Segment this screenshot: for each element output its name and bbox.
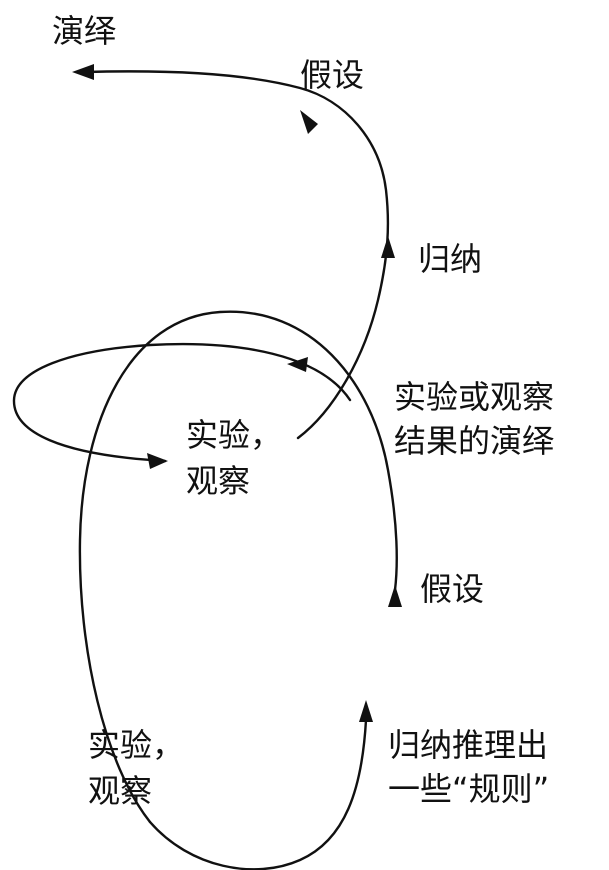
label-bottom-experiment-line1: 实验， xyxy=(88,726,184,764)
arrowhead-upper-loop xyxy=(287,357,308,372)
label-inductive-rules-line1: 归纳推理出 xyxy=(388,726,548,764)
outer-rising-curve xyxy=(83,70,390,440)
arrowhead-middle-right xyxy=(388,585,402,607)
label-middle-hypothesis: 假设 xyxy=(420,570,484,608)
label-top-hypothesis: 假设 xyxy=(300,56,364,94)
label-middle-experiment-line2: 观察 xyxy=(186,462,250,500)
label-deduction-of-results-line1: 实验或观察 xyxy=(394,378,554,416)
label-deduction-of-results-line2: 结果的演绎 xyxy=(394,422,554,460)
label-induction: 归纳 xyxy=(418,240,482,278)
label-bottom-experiment-line2: 观察 xyxy=(88,772,152,810)
arrowhead-left-swing xyxy=(147,453,168,469)
arrowhead-bottom-right xyxy=(359,700,373,722)
label-middle-experiment-line1: 实验， xyxy=(186,416,282,454)
label-top-deduction: 演绎 xyxy=(52,12,116,50)
arrowhead-top-deduction xyxy=(72,64,94,80)
label-inductive-rules-line2: 一些“规则” xyxy=(388,770,549,808)
arrowhead-top-hypothesis xyxy=(300,110,318,134)
inner-cycle-loop xyxy=(78,310,398,824)
bottom-rising-arc xyxy=(148,718,368,870)
arrowhead-induction xyxy=(381,236,395,258)
left-swing-loop xyxy=(12,342,352,463)
